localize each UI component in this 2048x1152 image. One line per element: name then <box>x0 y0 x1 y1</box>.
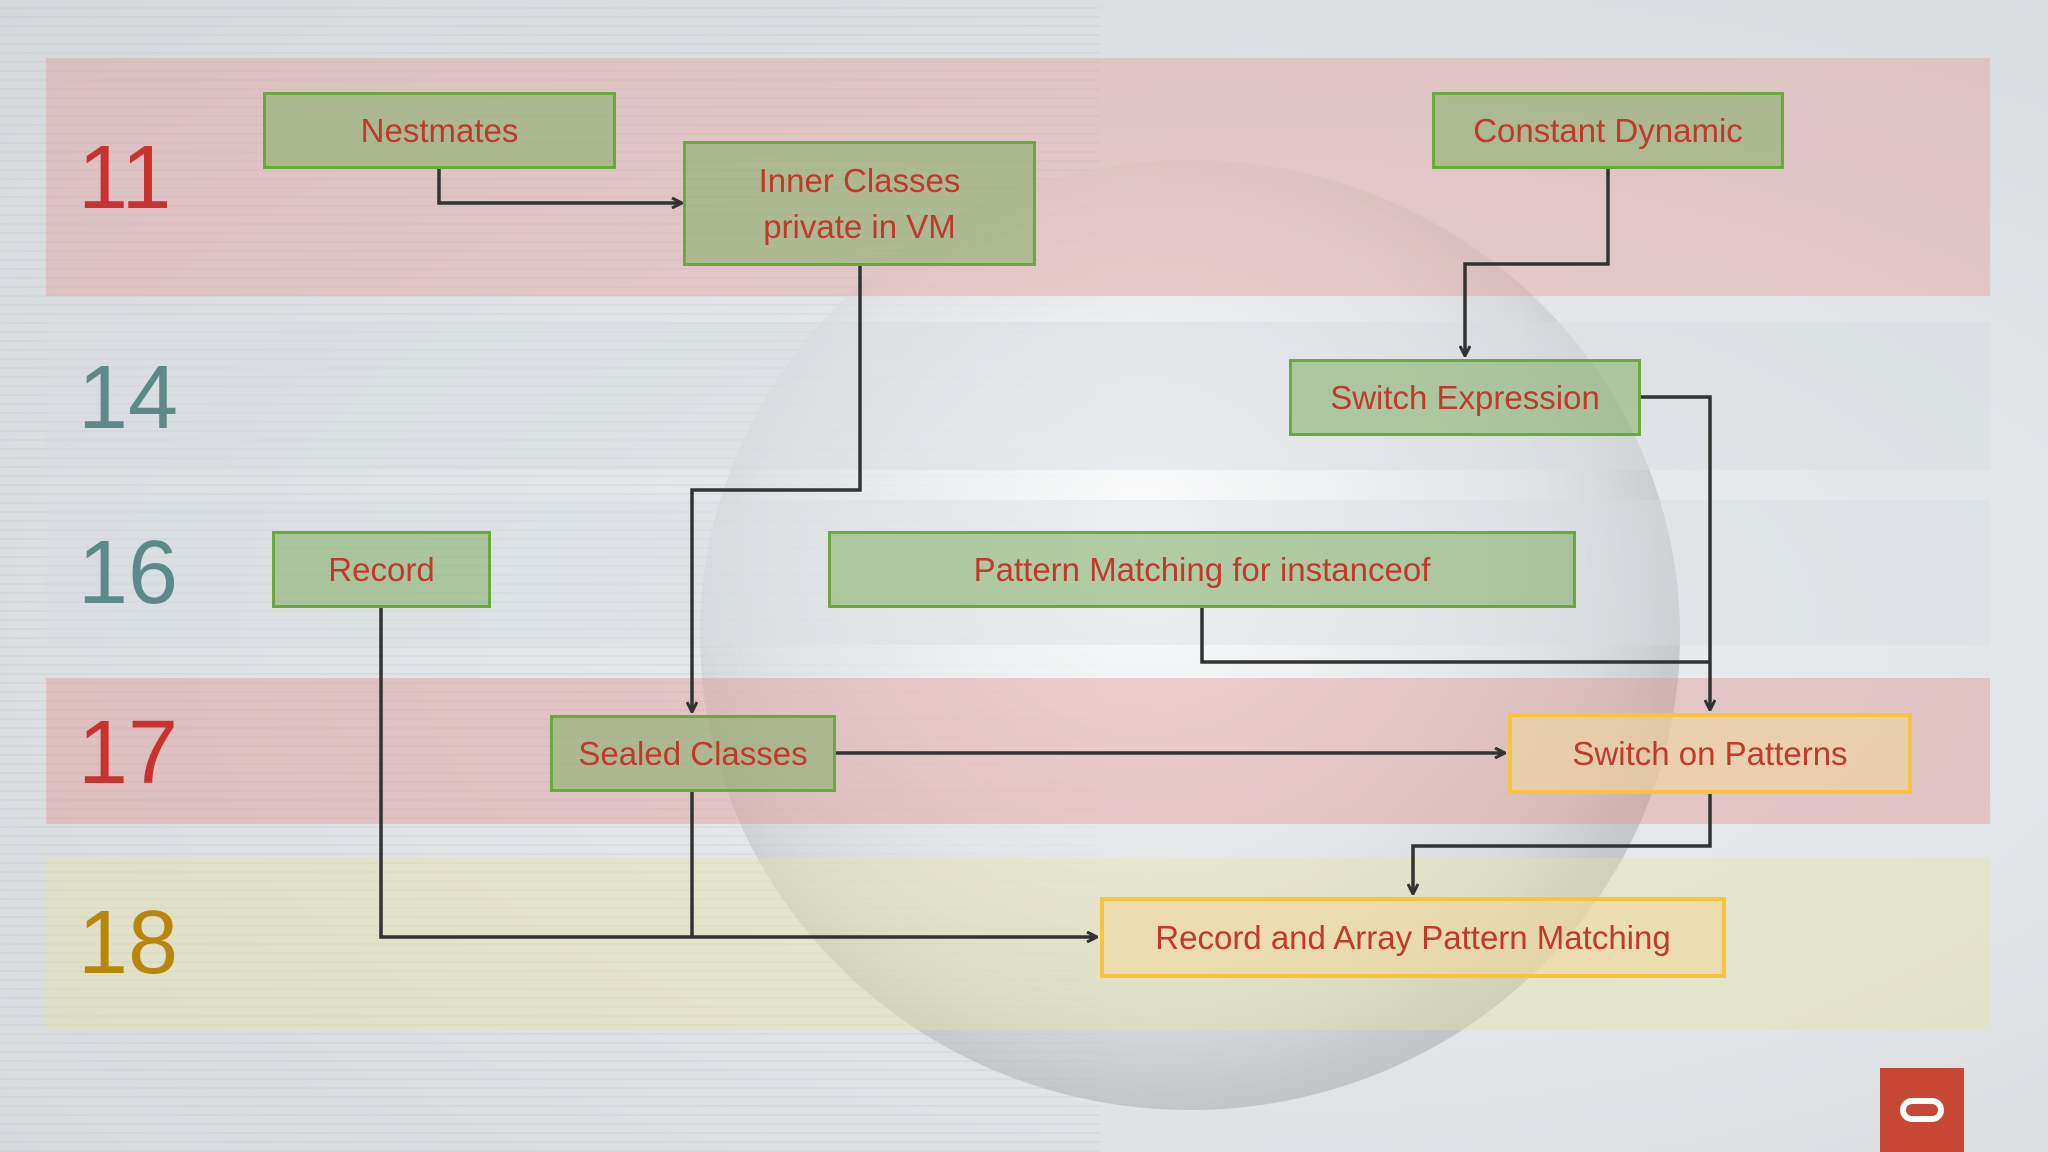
version-label-17: 17 <box>78 703 179 803</box>
node-constant-dynamic-label: Constant Dynamic <box>1473 111 1743 149</box>
node-constant-dynamic: Constant Dynamic <box>1432 92 1784 169</box>
version-label-18: 18 <box>78 893 179 993</box>
node-switch-expression-label: Switch Expression <box>1330 378 1600 416</box>
node-pattern-matching-instanceof-label: Pattern Matching for instanceof <box>973 550 1431 588</box>
arrow-record-to-recordarray <box>379 608 1096 937</box>
node-inner-classes-line2: private in VM <box>763 207 956 245</box>
oracle-ring-icon <box>1900 1098 1944 1122</box>
arrow-constant-to-switchexpr <box>1465 169 1610 355</box>
version-label-16: 16 <box>78 523 179 623</box>
node-switch-on-patterns-label: Switch on Patterns <box>1572 734 1848 772</box>
node-nestmates: Nestmates <box>263 92 616 169</box>
arrow-nestmates-to-inner <box>437 169 681 203</box>
arrow-switchpat-to-recordarray <box>1413 794 1712 893</box>
arrow-pattern-to-switchpat <box>1200 608 1710 664</box>
node-switch-on-patterns: Switch on Patterns <box>1508 713 1912 794</box>
version-label-11: 11 <box>78 128 172 228</box>
node-switch-expression: Switch Expression <box>1289 359 1641 436</box>
node-nestmates-label: Nestmates <box>360 111 519 149</box>
node-record-label: Record <box>328 550 435 588</box>
node-sealed-classes: Sealed Classes <box>550 715 836 792</box>
arrow-switchexpr-to-switchpat <box>1641 395 1710 709</box>
node-sealed-classes-label: Sealed Classes <box>578 734 808 772</box>
node-record-array-pattern-matching: Record and Array Pattern Matching <box>1100 897 1726 978</box>
node-record-array-pattern-matching-label: Record and Array Pattern Matching <box>1155 918 1671 956</box>
node-record: Record <box>272 531 491 608</box>
oracle-logo-icon <box>1880 1068 1964 1152</box>
node-pattern-matching-instanceof: Pattern Matching for instanceof <box>828 531 1576 608</box>
arrow-inner-to-sealed <box>692 266 862 711</box>
node-inner-classes: Inner Classes private in VM <box>683 141 1036 266</box>
node-inner-classes-line1: Inner Classes <box>758 161 961 199</box>
version-label-14: 14 <box>78 348 179 448</box>
